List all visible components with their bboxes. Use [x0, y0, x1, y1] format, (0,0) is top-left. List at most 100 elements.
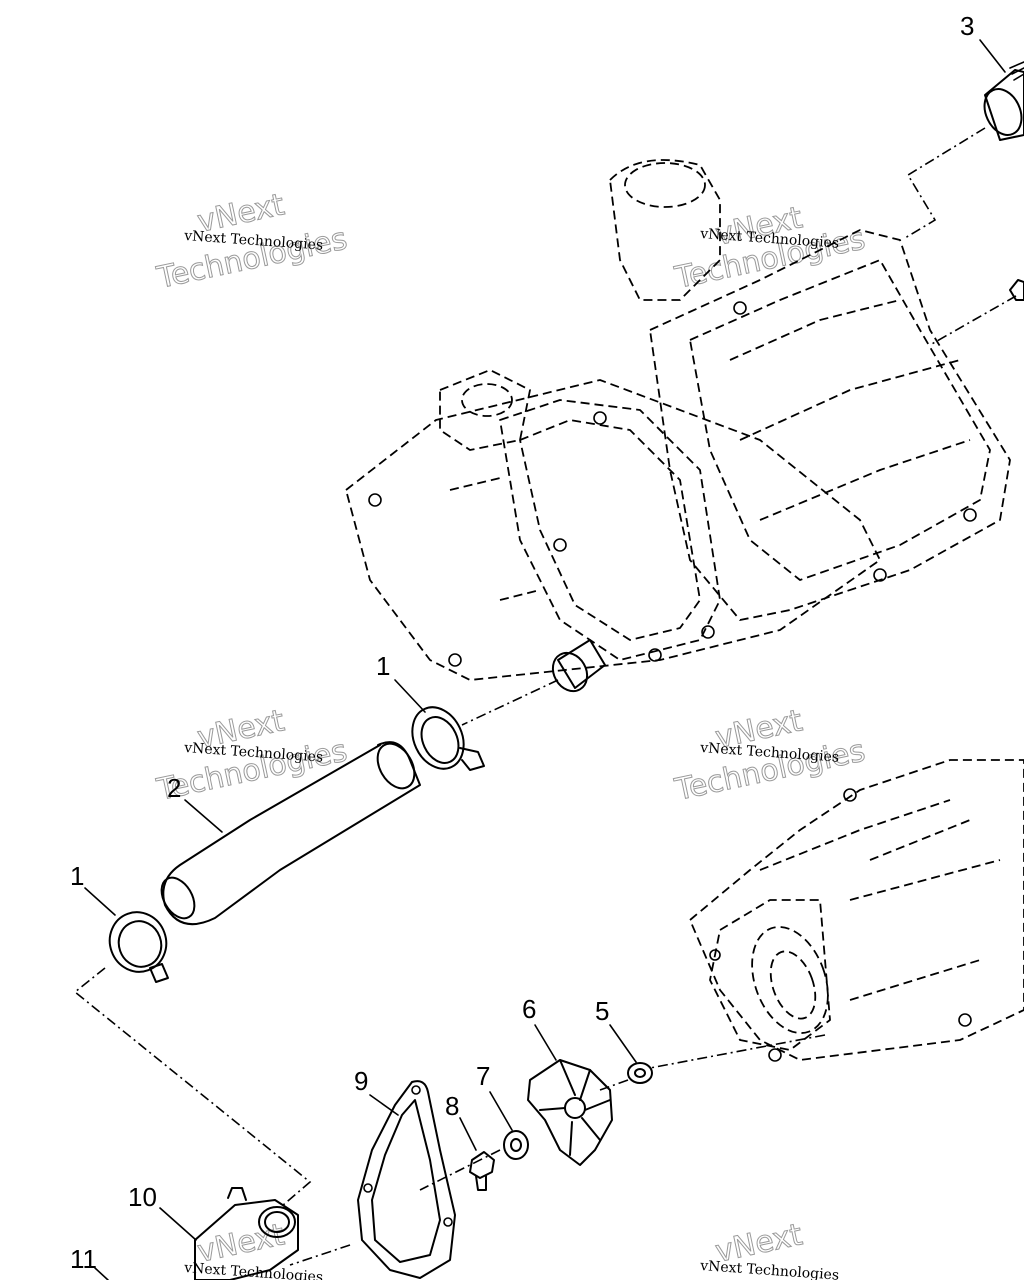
seal-outer [627, 1062, 653, 1084]
head-slot [449, 477, 541, 601]
centerline-outlet-to-clamp [461, 679, 559, 726]
housing-outlet [258, 1206, 296, 1238]
bolt-head [469, 1151, 495, 1179]
gasket-bolt-hole [443, 1217, 453, 1227]
clamp-ring-inner [420, 716, 460, 764]
part-7-washer [503, 1130, 529, 1160]
crankcase-bore [751, 926, 829, 1034]
callout-leaders [84, 39, 1006, 1280]
callout-numbers: 3 1 2 1 5 6 7 8 9 10 11 [70, 11, 974, 1274]
head-gasket-inner [519, 419, 701, 641]
crankcase-bolt-hole [709, 949, 721, 961]
housing-outlet-inner [264, 1211, 290, 1233]
clamp-ring-outer [411, 706, 465, 770]
leader-3 [979, 39, 1006, 73]
exhaust-port-elbow [609, 159, 721, 301]
coolant-port-block [439, 369, 531, 451]
small-fitting [1009, 279, 1024, 301]
clamp-screw [459, 747, 485, 771]
part-1-upper-hose-clamp [411, 706, 485, 771]
part-small-fitting-right [1009, 279, 1024, 301]
seal-inner [634, 1068, 646, 1078]
centerline-part3 [904, 127, 986, 239]
washer-inner [510, 1138, 522, 1152]
exhaust-port-opening [624, 162, 706, 208]
watermark-top-right: vNext Technologies vNext Technologies [671, 200, 869, 297]
bolt-hole [701, 625, 715, 639]
bolt-shank [475, 1175, 487, 1191]
part-5-seal [627, 1062, 653, 1084]
leader-1-lower [84, 887, 116, 916]
part-3-fitting [983, 61, 1024, 141]
leader-2 [184, 799, 223, 833]
gasket-bolt-hole [411, 1085, 421, 1095]
watermark-bottom-left: vNext vNext Technologies [183, 1217, 324, 1280]
bolt-hole [593, 411, 607, 425]
centerline-right-fitting [929, 295, 1017, 346]
crankcase-assembly [689, 759, 1024, 1062]
callout-9: 9 [354, 1066, 368, 1096]
bolt-hole [873, 568, 887, 582]
callout-3: 3 [960, 11, 974, 41]
gasket-bolt-hole [363, 1183, 373, 1193]
part-9-pump-gasket [357, 1080, 456, 1279]
callout-1-lower: 1 [70, 861, 84, 891]
leader-5 [609, 1024, 637, 1063]
leader-11 [94, 1267, 109, 1280]
callout-11: 11 [70, 1244, 97, 1274]
part-8-bolt [469, 1151, 495, 1191]
clamp-tab [149, 963, 169, 983]
part-10-thermostat-housing [194, 1187, 299, 1280]
hose-end-upper [376, 742, 416, 790]
leader-9 [369, 1094, 399, 1116]
hose-end-lower [160, 876, 196, 920]
centerline-hose-to-housing [73, 967, 312, 1207]
clamp-ring-outer [108, 911, 168, 973]
callout-8: 8 [445, 1091, 459, 1121]
head-gasket [499, 399, 721, 661]
watermark-mid-left: vNext Technologies vNext Technologies [153, 703, 351, 809]
callout-7: 7 [476, 1061, 490, 1091]
bolt-hole [733, 301, 747, 315]
callout-1-upper: 1 [376, 651, 390, 681]
fitting-face [983, 88, 1023, 136]
callout-10: 10 [128, 1182, 157, 1212]
crankcase-bolt-hole [843, 788, 857, 802]
bolt-hole [963, 508, 977, 522]
watermark-top-left: vNext Technologies vNext Technologies [153, 187, 351, 297]
callout-5: 5 [595, 996, 609, 1026]
watermark-mid-right: vNext Technologies vNext Technologies [671, 703, 869, 809]
part-2-coolant-hose [160, 741, 421, 926]
housing-mount-ear [227, 1187, 247, 1201]
impeller-blades [539, 1059, 611, 1156]
housing-body [194, 1199, 299, 1280]
bolt-hole [448, 653, 462, 667]
leader-6 [534, 1024, 557, 1061]
crankcase-front-face [709, 899, 831, 1051]
coolant-port-opening [461, 383, 513, 417]
centerline-pump-axis [289, 1034, 826, 1266]
impeller-body [527, 1059, 613, 1166]
bolt-hole [648, 648, 662, 662]
leader-8 [459, 1117, 477, 1151]
watermark-bottom-right: vNext vNext Technologies [699, 1217, 840, 1280]
cylinder-head-ridge [729, 299, 971, 521]
gasket-outline [357, 1080, 456, 1279]
crankcase-outline [689, 759, 1024, 1061]
leader-1-upper [394, 679, 426, 713]
cylinder-head-assembly [345, 159, 1011, 693]
crankcase-bore-inner [769, 950, 817, 1020]
coolant-outlet-nipple [557, 639, 606, 689]
watermark-small-text: vNext Technologies [699, 1258, 840, 1280]
callout-6: 6 [522, 994, 536, 1024]
crankcase-bolt-hole [958, 1013, 972, 1027]
bolt-hole [553, 538, 567, 552]
part-6-impeller [527, 1059, 613, 1166]
cylinder-head-block [649, 229, 1011, 621]
callout-2: 2 [167, 773, 181, 803]
clamp-ring-inner [117, 920, 163, 968]
watermark-small-text: vNext Technologies [183, 1260, 324, 1280]
gasket-inner [371, 1099, 441, 1263]
cylinder-head-cover [689, 259, 991, 581]
